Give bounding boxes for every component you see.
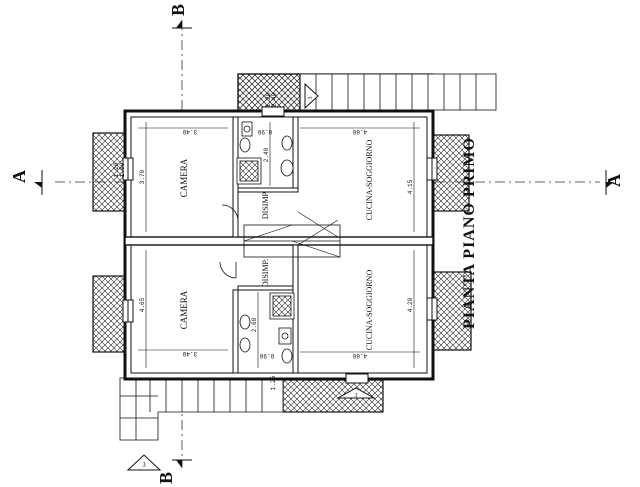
section-label-b-top: B [168,4,188,16]
section-marker-b-top: B [168,4,192,29]
room-label-camera-top: CAMERA [179,158,189,197]
bathroom-fixtures-top [236,121,294,185]
dim-camera-bottom-depth: 4.65 [139,297,146,312]
section-label-b-bottom: B [156,472,176,484]
dim-kitchen-bottom-width: 4.60 [352,352,367,359]
dim-bath-bottom-depth: 2.60 [251,317,258,332]
callout-triangle-terrace: 3 [336,387,376,399]
dim-window-height: 1.00 [119,162,126,177]
dim-kitchen-top-width: 4.60 [352,128,367,135]
room-label-camera-bottom: CAMERA [179,290,189,329]
dim-kitchen-bottom-depth: 4.20 [407,297,414,312]
dim-bath-top-depth: 2.40 [263,147,270,162]
section-label-a-left: A [9,170,29,183]
room-label-kitchen-top: CUCINA-SOGGIORNO [365,140,374,221]
dim-bath-bottom-width: 0.90 [259,352,274,359]
balcony-left-bottom [92,275,126,353]
dimension-lines [138,122,420,368]
dim-kitchen-top-depth: 4.15 [407,179,414,194]
windows [122,106,438,384]
room-label-disimp-bottom: DISIMP. [261,259,270,287]
room-label-disimp-top: DISIMP. [261,191,270,219]
dim-camera-bottom-width: 3.40 [182,350,197,357]
callout-triangle-top: 3 [304,82,319,110]
bathroom-fixtures-bottom [239,292,295,364]
drawing-title: PIANTA PIANO PRIMO [461,137,478,329]
svg-text:3: 3 [355,393,358,399]
svg-text:3: 3 [142,461,146,469]
stair-bottom [119,377,284,441]
dim-window-label: 1.20 [113,162,120,177]
dim-camera-top-width: 3.40 [182,128,197,135]
door-swings [219,204,341,279]
balcony-right-top [432,134,470,212]
dim-balcony-label: 1.20 [265,92,272,107]
svg-text:3: 3 [308,97,314,100]
section-marker-a-right: A [604,170,624,195]
section-label-a-right: A [604,174,624,187]
dim-bath-top-width: 0.90 [257,128,272,135]
callout-triangle-bottom: 3 [126,454,162,471]
dim-camera-top-depth: 3.70 [139,169,146,184]
section-marker-a-left: A [9,170,43,195]
section-marker-b-bottom: B [156,459,192,484]
dim-stair-mark: 1.25 [270,375,277,390]
balcony-left-top [92,132,126,212]
room-label-kitchen-bottom: CUCINA-SOGGIORNO [365,270,374,351]
dim-balcony-height: 2.40 [271,92,278,107]
